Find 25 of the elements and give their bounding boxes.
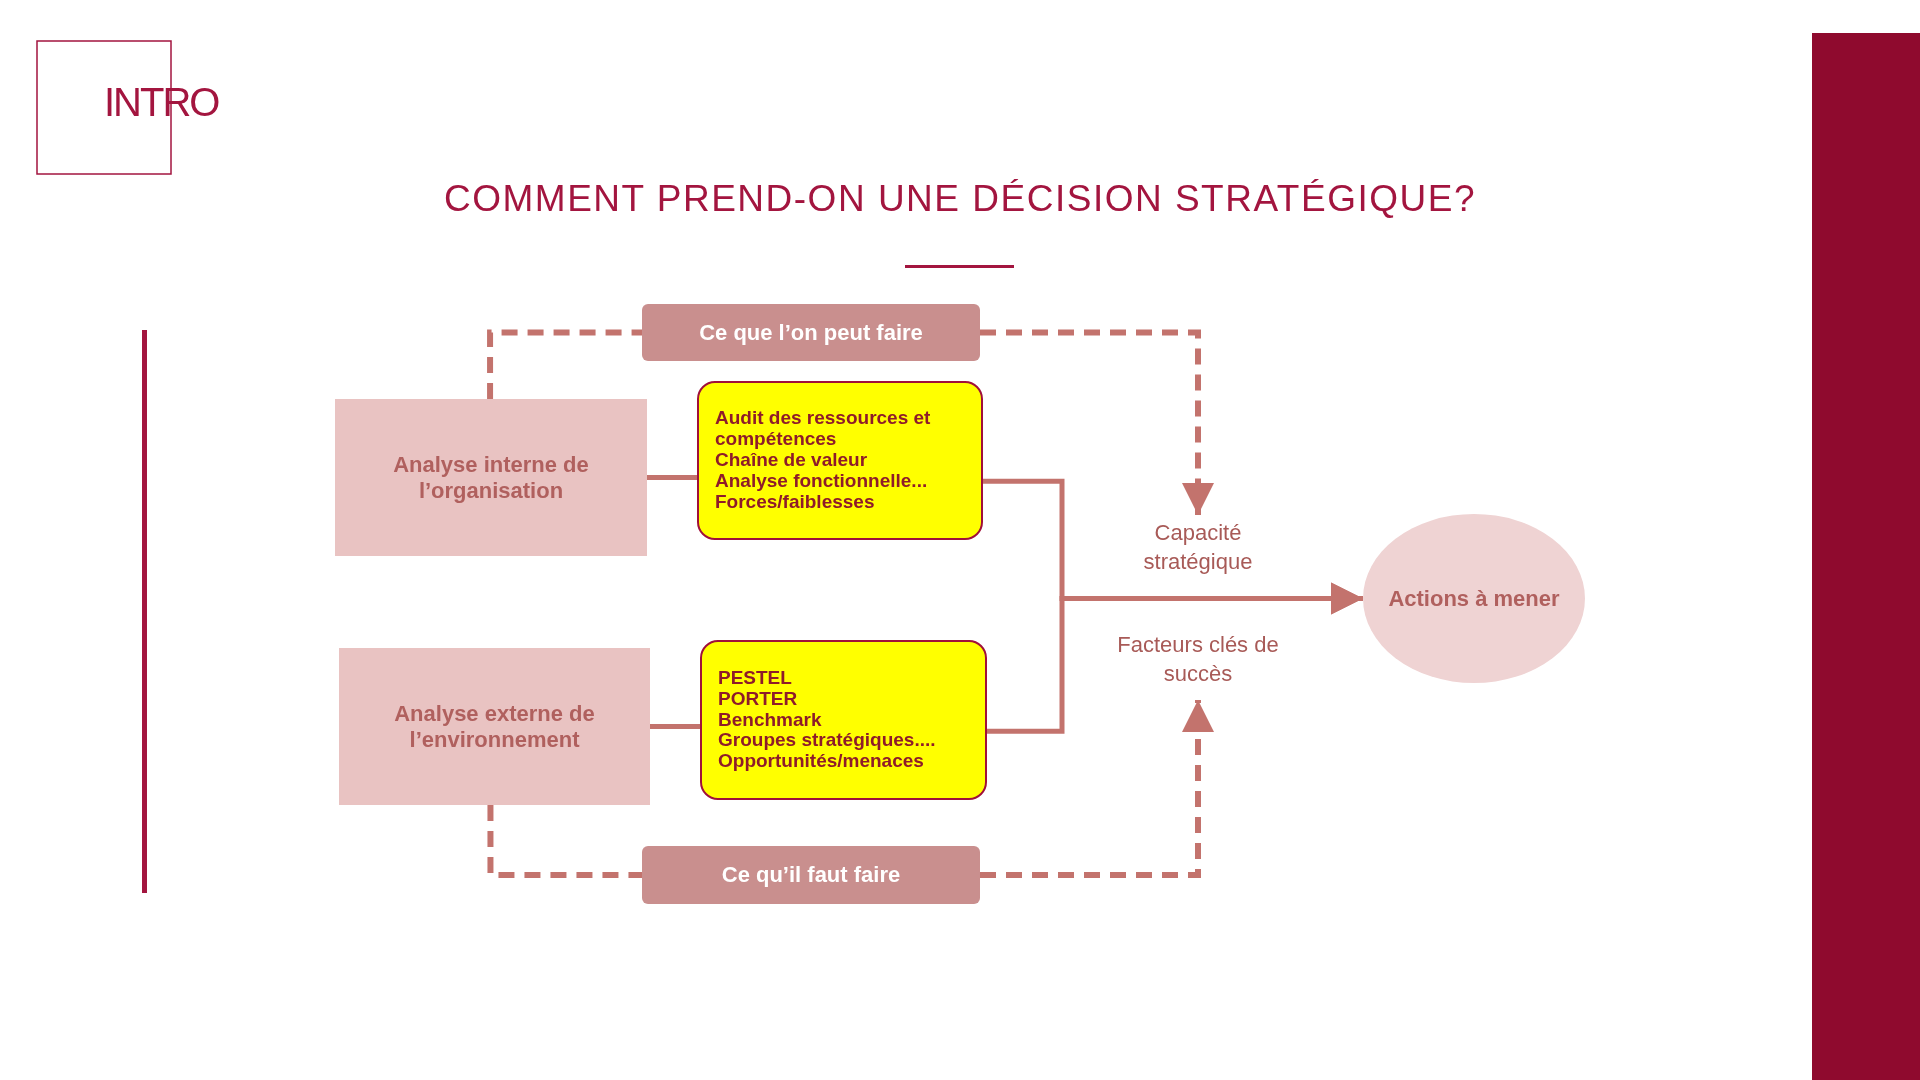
box-label: Analyse externe de l’environnement (393, 700, 596, 753)
list-item: PORTER (718, 688, 798, 710)
list-item: Opportunités/menaces (718, 751, 924, 773)
action-box (642, 304, 980, 361)
list-item: Analyse fonctionnelle... (715, 470, 928, 492)
list-item: Audit des ressources et compétences (715, 408, 932, 451)
list-item: Forces/faiblesses (715, 491, 875, 513)
box-label: Ce qu’il faut faire (721, 862, 901, 888)
dashed-arrow (980, 700, 1214, 878)
list-item: Chaîne de valeur (715, 450, 868, 471)
box-label: Ce que l’on peut faire (699, 319, 923, 346)
tool-list-box (697, 381, 983, 540)
analysis-box (339, 648, 650, 805)
outcome-label: Capacité stratégique (1142, 519, 1254, 576)
tool-list-box (700, 640, 987, 800)
analysis-box (335, 399, 647, 556)
list-item: Benchmark (718, 709, 822, 731)
title: COMMENT PREND-ON UNE DÉCISION STRATÉGIQUE? (443, 178, 1477, 220)
ellipse-label: Actions à mener (1388, 585, 1560, 612)
list-item: Groupes stratégiques.... (718, 730, 936, 752)
list-item: PESTEL (718, 667, 792, 689)
dashed-arrow (980, 329, 1214, 515)
box-label: Analyse interne de l’organisation (392, 451, 590, 504)
outcome-label: Facteurs clés de succès (1116, 631, 1280, 688)
action-box (642, 846, 980, 904)
